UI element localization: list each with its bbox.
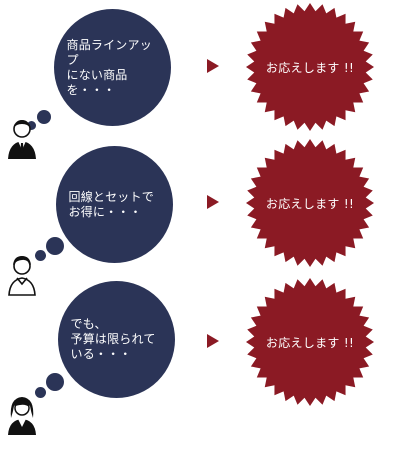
thought-dot-large [37,110,51,124]
response-seal-1: お応えします !! [245,2,375,132]
businessman-icon [8,120,36,159]
speech-bubble-2: 回線とセットで お得に・・・ [56,146,173,263]
speech-bubble-text-1: 商品ラインアップ にない商品を・・・ [66,37,152,97]
starburst-badge-icon [246,3,374,131]
thought-dot-large [46,237,64,255]
arrow-icon [207,195,219,209]
businesswoman-icon [8,397,36,435]
arrow-icon [207,59,219,73]
starburst-badge-icon [246,139,374,267]
speech-bubble-1: 商品ラインアップ にない商品を・・・ [54,9,171,126]
response-text-3: お応えします !! [265,335,355,350]
response-seal-2: お応えします !! [245,138,375,268]
thought-dot-small [35,387,46,398]
response-text-1: お応えします !! [265,60,355,75]
casual-man-icon [8,256,36,296]
thought-dot-small [27,121,36,130]
starburst-badge-icon [246,278,374,406]
response-seal-3: お応えします !! [245,277,375,407]
speech-bubble-text-3: でも、 予算は限られて いる・・・ [70,317,156,361]
speech-bubble-3: でも、 予算は限られて いる・・・ [58,281,175,398]
response-text-2: お応えします !! [265,196,355,211]
thought-dot-small [35,250,46,261]
arrow-icon [207,334,219,348]
speech-bubble-text-2: 回線とセットで お得に・・・ [68,189,154,219]
thought-dot-large [46,373,64,391]
